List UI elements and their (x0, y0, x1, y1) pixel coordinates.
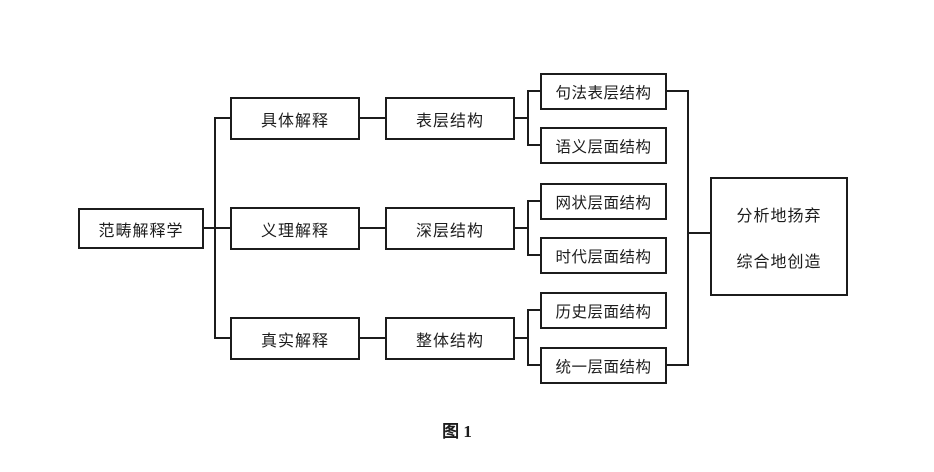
connector-l2-l3-row3 (360, 337, 385, 339)
node-semantic-layer: 语义层面结构 (540, 127, 667, 164)
connector-bracket1-child2 (527, 144, 540, 146)
connector-bracket2-parent (515, 227, 529, 229)
connector-bracket2-child1 (527, 200, 540, 202)
connector-bracket3-child2 (527, 364, 540, 366)
connector-bracket1-child1 (527, 90, 540, 92)
node-surface-structure: 表层结构 (385, 97, 515, 140)
connector-leaf6-to-right-trunk (667, 364, 689, 366)
connector-bracket2-child2 (527, 254, 540, 256)
node-era-layer: 时代层面结构 (540, 237, 667, 274)
node-conclusion: 分析地扬弃 综合地创造 (710, 177, 848, 296)
connector-trunk-to-conclusion (687, 232, 710, 234)
connector-trunk-to-row1 (214, 117, 230, 119)
node-history-layer: 历史层面结构 (540, 292, 667, 329)
connector-left-trunk (214, 117, 216, 339)
connector-bracket1-parent (515, 117, 529, 119)
connector-bracket3-parent (515, 337, 529, 339)
figure-caption: 图 1 (442, 422, 472, 441)
connector-bracket1-vertical (527, 90, 529, 146)
node-syntax-surface-layer: 句法表层结构 (540, 73, 667, 110)
connector-trunk-to-row3 (214, 337, 230, 339)
connector-bracket3-child1 (527, 309, 540, 311)
node-real-interpretation: 真实解释 (230, 317, 360, 360)
node-network-layer: 网状层面结构 (540, 183, 667, 220)
connector-leaf1-to-right-trunk (667, 90, 689, 92)
connector-l2-l3-row2 (360, 227, 385, 229)
node-deep-structure: 深层结构 (385, 207, 515, 250)
connector-l2-l3-row1 (360, 117, 385, 119)
node-doctrinal-interpretation: 义理解释 (230, 207, 360, 250)
node-category-hermeneutics: 范畴解释学 (78, 208, 204, 249)
connector-bracket3-vertical (527, 309, 529, 366)
node-concrete-interpretation: 具体解释 (230, 97, 360, 140)
conclusion-line-synthesize: 综合地创造 (736, 253, 822, 271)
node-whole-structure: 整体结构 (385, 317, 515, 360)
conclusion-line-analyze: 分析地扬弃 (736, 207, 822, 225)
connector-root-to-trunk (202, 227, 230, 229)
connector-right-trunk (687, 90, 689, 366)
connector-bracket2-vertical (527, 200, 529, 256)
node-unified-layer: 统一层面结构 (540, 347, 667, 384)
